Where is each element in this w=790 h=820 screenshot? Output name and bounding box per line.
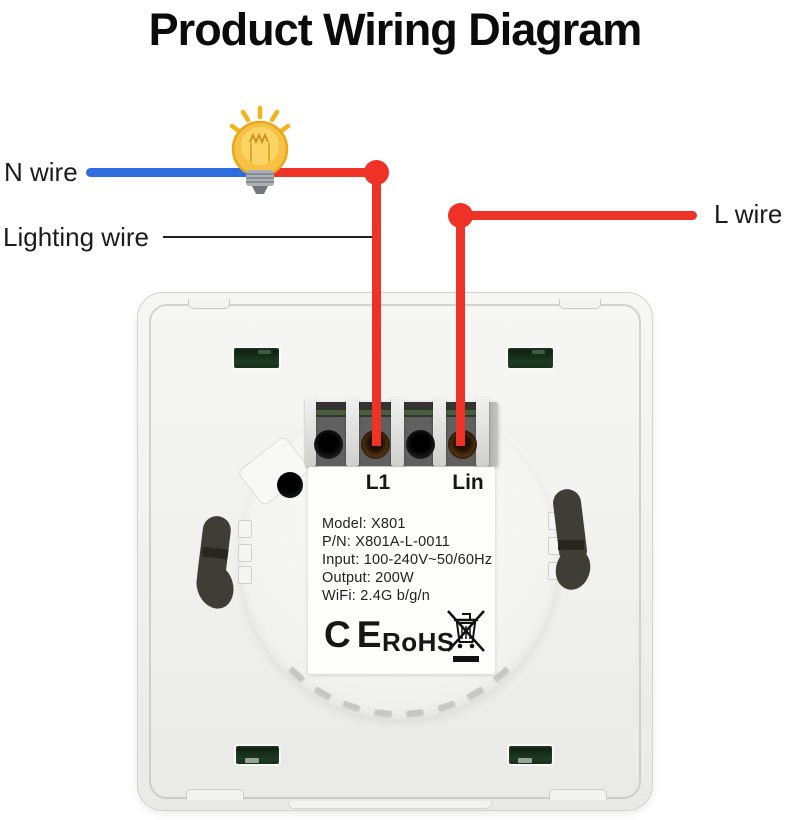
l-wire-label: L wire [714,199,783,229]
mounting-slot [509,746,552,764]
plate-notch [188,299,230,309]
terminal-divider [305,397,316,467]
spec-pn: P/N: X801A-L-0011 [322,534,451,550]
screw-hole [277,472,303,498]
wire-junction-dot [448,203,473,228]
plate-notch [186,789,244,800]
wire-junction-dot [364,160,389,185]
product-spec-label: L1 Lin Model: X801 P/N: X801A-L-0011 Inp… [308,467,495,674]
terminal-divider [346,397,359,467]
lighting-wire-label: Lighting wire [3,222,149,252]
rohs-mark: RoHS [382,627,455,657]
ce-mark: CE [324,614,388,655]
module-side-tab [238,566,252,584]
light-bulb-icon [229,105,291,194]
live-wire-horizontal [459,211,697,220]
lighting-wire-pointer-line [163,236,374,238]
module-serration [373,709,393,720]
mounting-slot [236,746,279,764]
terminal-divider [433,397,446,467]
n-wire-label: N wire [4,157,78,187]
spec-model: Model: X801 [322,516,406,532]
spec-output: Output: 200W [322,570,414,586]
terminal-label-lin: Lin [452,471,484,494]
plate-inner-frame [149,304,641,799]
terminal-hole [314,430,343,459]
page-title: Product Wiring Diagram [148,4,643,55]
plate-notch [549,789,607,800]
mounting-slot [234,348,279,368]
terminal-divider [391,397,404,467]
spec-lines: Model: X801 P/N: X801A-L-0011 Input: 100… [322,515,492,605]
plate-notch [559,299,601,309]
lighting-wire-vertical [372,171,381,446]
neutral-wire-segment [86,168,260,177]
module-serration [405,709,425,720]
slot-shadow [558,540,584,550]
terminal-hole [406,430,435,459]
live-wire-vertical [456,214,465,446]
crossed-out-wheelie-bin-icon [447,610,485,662]
plate-bottom-tab [288,801,492,809]
mounting-slot [508,348,553,368]
terminal-divider [476,397,489,467]
spec-input: Input: 100-240V~50/60Hz [322,552,493,568]
live-wire-to-bulb [254,168,381,177]
module-side-tab [238,520,252,538]
module-side-tab [238,544,252,562]
spec-wifi: WiFi: 2.4G b/g/n [322,588,430,604]
terminal-label-l1: L1 [365,471,391,494]
